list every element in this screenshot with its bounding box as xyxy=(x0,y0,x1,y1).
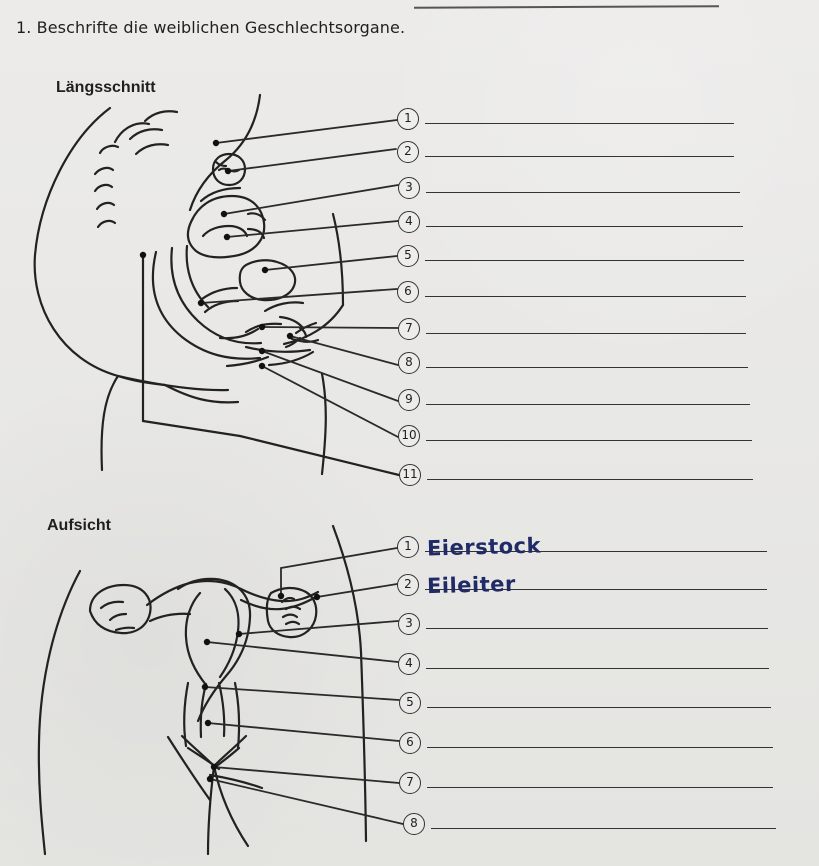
longitudinal-number-3: 3 xyxy=(398,177,420,199)
top-view-answer-line-2[interactable] xyxy=(425,589,767,590)
top-view-answer-line-5[interactable] xyxy=(427,707,771,708)
section-title-longitudinal: Längsschnitt xyxy=(56,79,156,96)
top-view-answer-line-8[interactable] xyxy=(431,828,776,829)
top-view-number-8: 8 xyxy=(403,813,425,835)
top-view-number-2: 2 xyxy=(397,574,419,596)
longitudinal-answer-line-4[interactable] xyxy=(426,226,743,227)
top-view-number-3: 3 xyxy=(398,613,420,635)
longitudinal-answer-line-8[interactable] xyxy=(426,367,748,368)
longitudinal-number-1: 1 xyxy=(397,108,419,130)
longitudinal-number-4: 4 xyxy=(398,211,420,233)
longitudinal-number-11: 11 xyxy=(399,464,421,486)
section-title-top-view: Aufsicht xyxy=(47,517,111,534)
longitudinal-number-6: 6 xyxy=(397,281,419,303)
top-view-number-7: 7 xyxy=(399,772,421,794)
top-view-number-6: 6 xyxy=(399,732,421,754)
top-view-answer-1: Eierstock xyxy=(426,533,542,561)
longitudinal-number-9: 9 xyxy=(398,389,420,411)
top-view-answer-line-4[interactable] xyxy=(426,668,769,669)
longitudinal-answer-line-7[interactable] xyxy=(426,333,746,334)
longitudinal-number-7: 7 xyxy=(398,318,420,340)
longitudinal-answer-line-1[interactable] xyxy=(425,123,734,124)
top-view-answer-line-3[interactable] xyxy=(426,628,768,629)
longitudinal-number-2: 2 xyxy=(397,141,419,163)
longitudinal-answer-line-2[interactable] xyxy=(425,156,734,157)
task-title: 1. Beschrifte die weiblichen Geschlechts… xyxy=(16,18,406,37)
longitudinal-number-5: 5 xyxy=(397,245,419,267)
top-view-answer-line-1[interactable] xyxy=(425,551,767,552)
top-view-answer-line-7[interactable] xyxy=(427,787,773,788)
top-view-answer-2: Eileiter xyxy=(426,571,517,599)
longitudinal-answer-line-11[interactable] xyxy=(427,479,753,480)
longitudinal-answer-line-3[interactable] xyxy=(426,192,740,193)
top-view-answer-line-6[interactable] xyxy=(427,747,773,748)
longitudinal-answer-line-5[interactable] xyxy=(425,260,744,261)
longitudinal-number-10: 10 xyxy=(398,425,420,447)
top-view-number-1: 1 xyxy=(397,536,419,558)
top-view-number-5: 5 xyxy=(399,692,421,714)
longitudinal-number-8: 8 xyxy=(398,352,420,374)
longitudinal-answer-line-6[interactable] xyxy=(425,296,746,297)
top-view-number-4: 4 xyxy=(398,653,420,675)
longitudinal-answer-line-9[interactable] xyxy=(426,404,750,405)
longitudinal-answer-line-10[interactable] xyxy=(426,440,752,441)
